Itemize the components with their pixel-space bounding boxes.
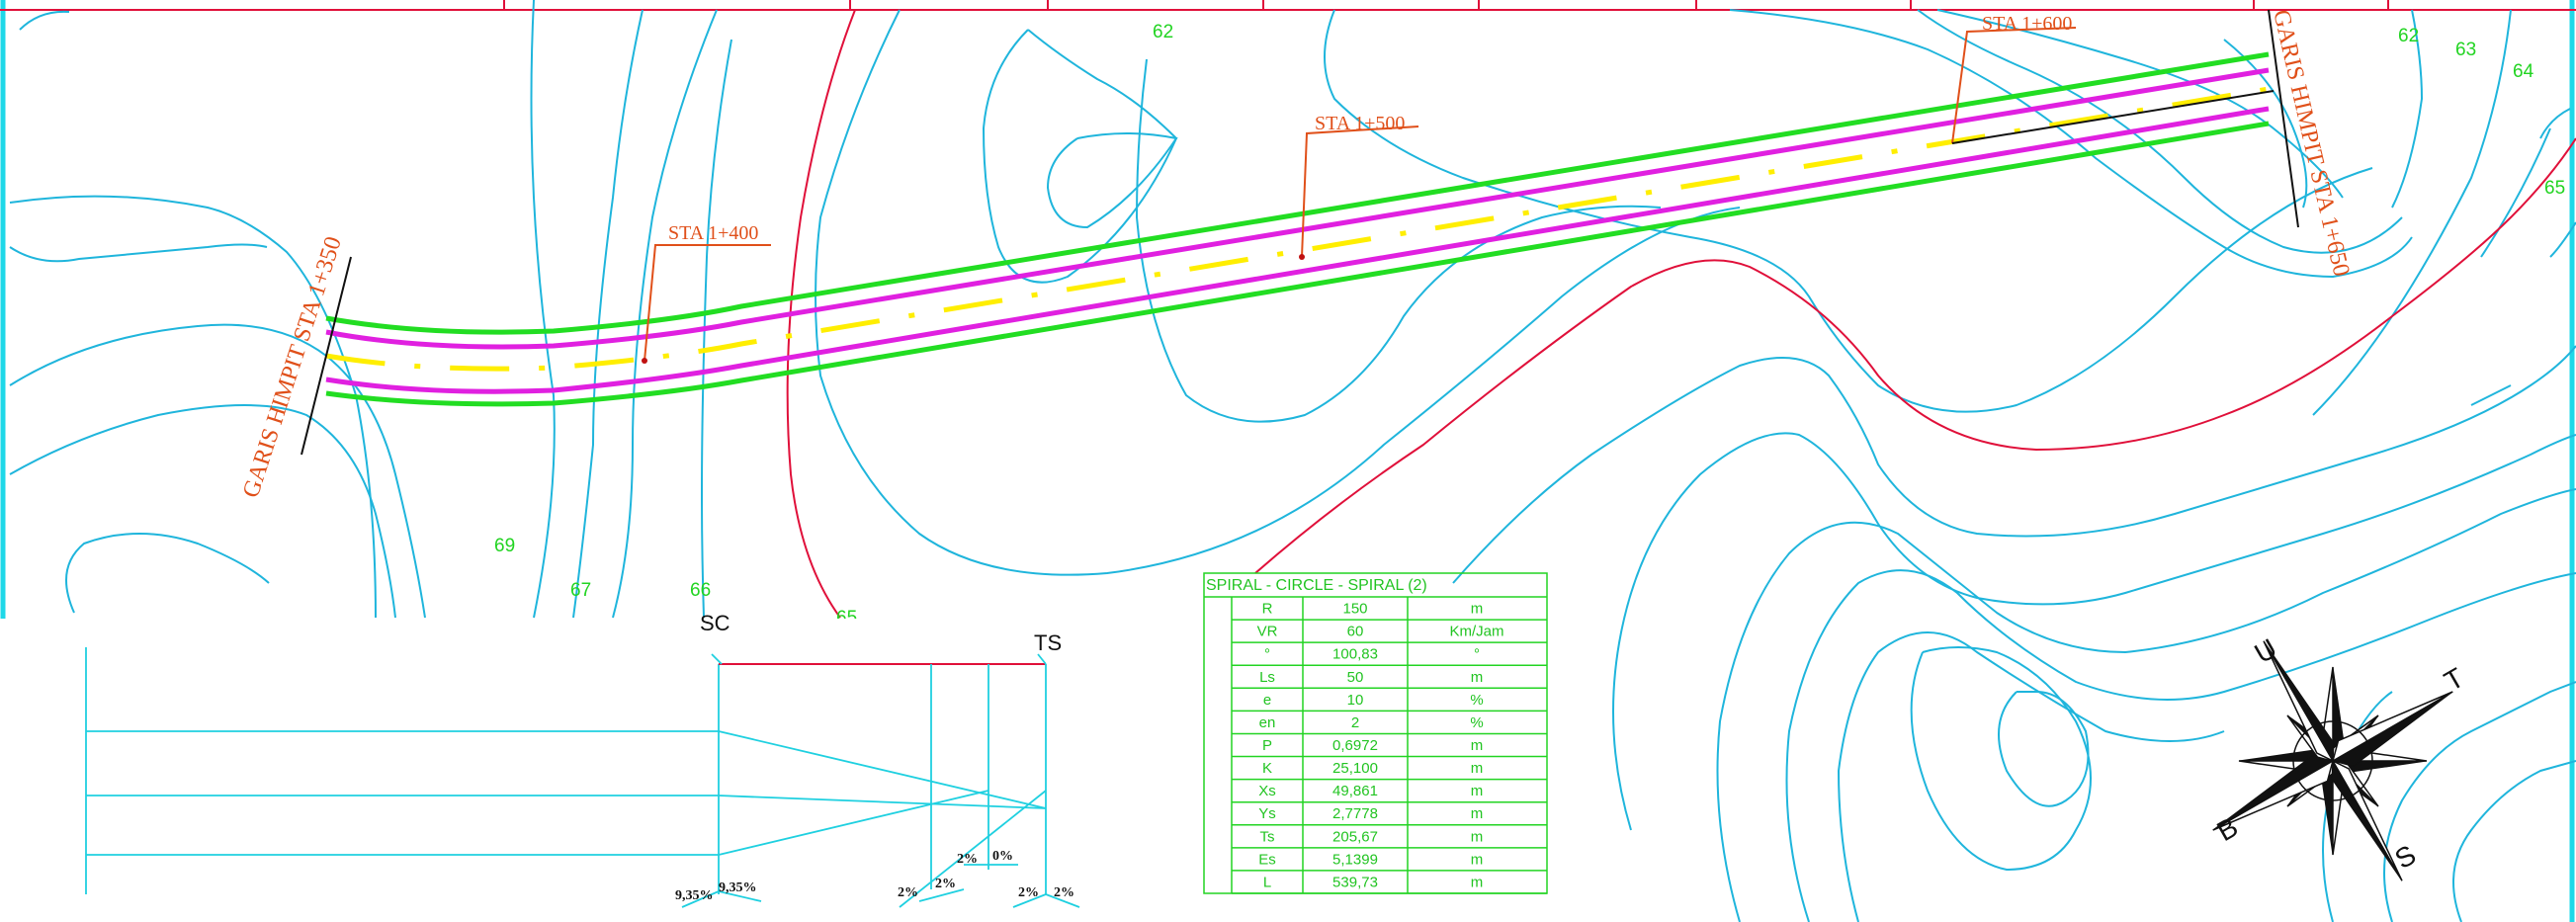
label-garis-start: GARIS HIMPIT STA 1+350 (238, 233, 347, 500)
table-cell: m (1471, 851, 1484, 868)
leader-sta-1600 (1951, 27, 2077, 144)
contour-label: 66 (690, 580, 711, 601)
table-cell: m (1471, 760, 1484, 777)
table-cell: Ls (1259, 669, 1275, 686)
label-sta-1600: STA 1+600 (1982, 13, 2072, 35)
leader-sta-1400 (644, 244, 771, 362)
road-edge-bottom (325, 121, 2270, 407)
superelevation-diagram (0, 619, 1226, 922)
table-cell: 205,67 (1332, 828, 1378, 845)
contour-label: 65 (2544, 178, 2565, 199)
table-cell: 2 (1351, 714, 1359, 731)
table-cell: K (1262, 760, 1272, 777)
leader-sta-1500 (1301, 126, 1419, 258)
table-cell: m (1471, 601, 1484, 618)
pct-label: 2% (935, 877, 956, 891)
table-cell: e (1263, 692, 1271, 709)
contour-lines (9, 0, 2576, 922)
ts-label: TS (1034, 630, 1062, 655)
road-edge-top (325, 51, 2270, 335)
compass-label-t: T (2440, 662, 2469, 697)
centerline (325, 86, 2270, 372)
contour-label: 69 (494, 536, 515, 556)
table-title: SPIRAL - CIRCLE - SPIRAL (2) (1206, 577, 1427, 594)
table-cell: m (1471, 737, 1484, 754)
table-cell: 100,83 (1332, 646, 1378, 663)
garis-start-line (301, 256, 352, 456)
table-cell: % (1470, 692, 1483, 709)
pct-label: 2% (1018, 885, 1039, 900)
sta-1600-line (1951, 90, 2275, 144)
contour-label: 67 (570, 580, 591, 601)
contour-label: 62 (1153, 22, 1173, 42)
table-cell: 60 (1347, 624, 1364, 640)
table-cell: Es (1258, 851, 1276, 868)
table-cell: m (1471, 783, 1484, 799)
table-cell: ° (1474, 646, 1480, 663)
table-cell: Ts (1260, 828, 1275, 845)
pct-label: 2% (1054, 885, 1074, 900)
table-cell: Xs (1258, 783, 1276, 799)
table-cell: m (1471, 805, 1484, 822)
contour-label: 63 (2455, 40, 2476, 60)
pct-label: 2% (898, 885, 918, 900)
lane-edge-bottom (325, 106, 2270, 394)
table-cell: R (1262, 601, 1273, 618)
road-alignment (325, 51, 2270, 407)
pct-label: 0% (992, 849, 1013, 864)
table-cell: % (1470, 714, 1483, 731)
station-markers (301, 9, 2299, 456)
table-cell: L (1263, 874, 1271, 890)
sc-label: SC (700, 611, 730, 635)
table-cell: P (1262, 737, 1272, 754)
garis-end-line (2268, 9, 2299, 228)
label-sta-1500: STA 1+500 (1315, 113, 1405, 134)
contour-label: 62 (2398, 26, 2419, 46)
table-cell: m (1471, 828, 1484, 845)
compass-rose (2212, 640, 2453, 881)
lane-edge-top (325, 67, 2270, 350)
table-cell: en (1259, 714, 1276, 731)
table-cell: 50 (1347, 669, 1364, 686)
table-cell: 0,6972 (1332, 737, 1378, 754)
table-cell: 5,1399 (1332, 851, 1378, 868)
pct-label: 2% (957, 852, 978, 867)
top-ruler (0, 0, 2576, 11)
table-cell: ° (1264, 646, 1270, 663)
table-cell: 10 (1347, 692, 1364, 709)
table-cell: 25,100 (1332, 760, 1378, 777)
table-cell: m (1471, 669, 1484, 686)
table-cell: 150 (1342, 601, 1367, 618)
contour-label: 64 (2513, 61, 2534, 82)
table-cell: Ys (1258, 805, 1276, 822)
label-garis-end: GARIS HIMPIT STA 1+650 (2268, 8, 2354, 280)
table-cell: VR (1257, 624, 1278, 640)
pct-label: 9,35% (675, 888, 714, 903)
table-cell: m (1471, 874, 1484, 890)
table-cell: Km/Jam (1449, 624, 1503, 640)
label-sta-1400: STA 1+400 (668, 222, 758, 244)
table-cell: 539,73 (1332, 874, 1378, 890)
table-cell: 49,861 (1332, 783, 1378, 799)
pct-label: 9,35% (719, 880, 757, 895)
table-cell: 2,7778 (1332, 805, 1378, 822)
